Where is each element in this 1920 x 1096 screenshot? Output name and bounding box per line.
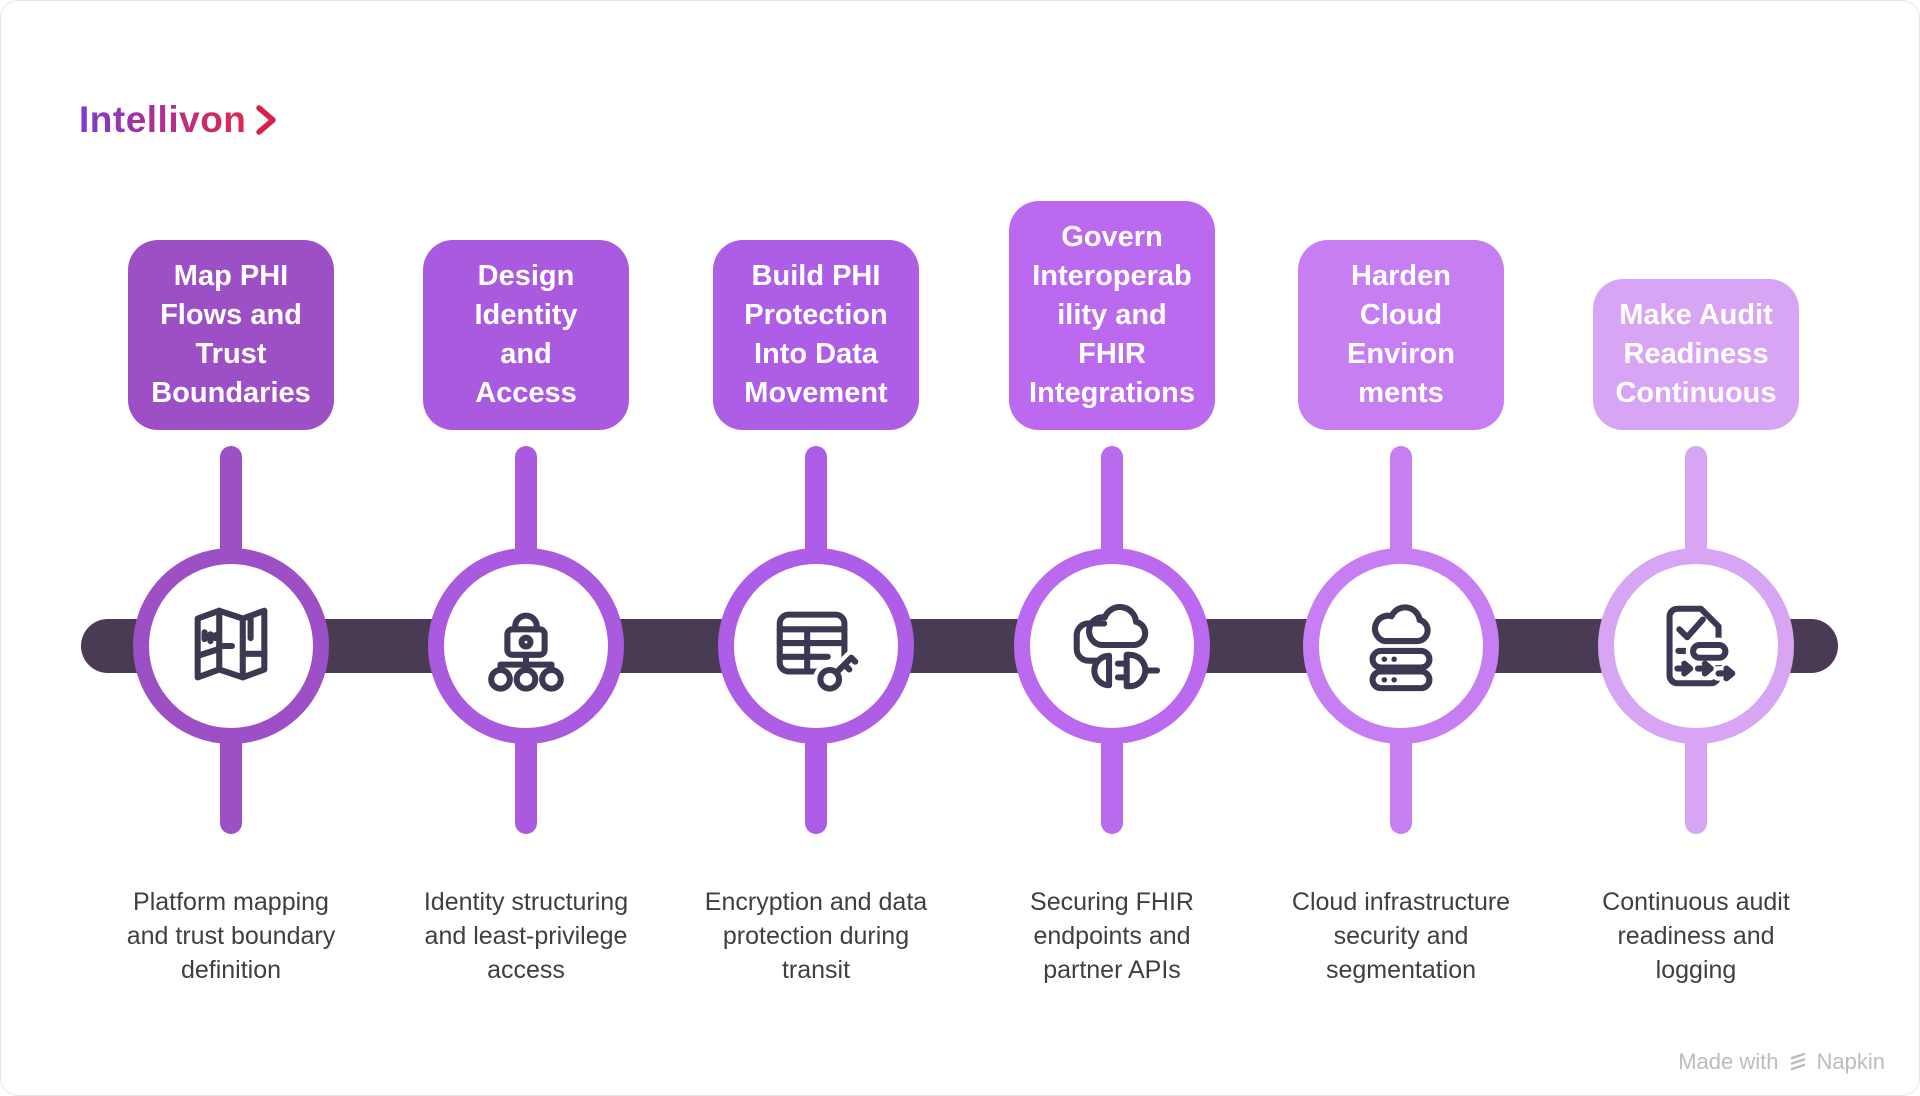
napkin-text: Napkin: [1816, 1049, 1885, 1074]
timeline-step-4: Govern Interoperab ility and FHIR Integr…: [962, 197, 1262, 1037]
table-key-icon: [776, 611, 859, 695]
step-1-description: Platform mapping and trust boundary defi…: [126, 888, 336, 984]
timeline-bar: [81, 619, 1838, 673]
step-1-connector-top: [220, 446, 242, 562]
brand-chevron-icon: [256, 105, 277, 135]
timeline-step-5: Harden Cloud Environ ments Cloud infrast…: [1251, 197, 1551, 1037]
timeline-step-2: Design Identity and Access Identity stru…: [376, 197, 676, 1037]
step-3-node: [718, 548, 914, 744]
step-6-title: Make Audit Readiness Continuous: [1593, 279, 1799, 430]
step-4-title: Govern Interoperab ility and FHIR Integr…: [1009, 201, 1215, 430]
step-5-node: [1303, 548, 1499, 744]
audit-doc-icon: [1666, 605, 1739, 687]
step-3-description: Encryption and data protection during tr…: [704, 888, 928, 984]
timeline-step-3: Build PHI Protection Into Data Movement: [666, 197, 966, 1037]
step-6-description: Continuous audit readiness and logging: [1602, 888, 1790, 984]
step-3-connector-bottom: [805, 730, 827, 834]
step-2-title: Design Identity and Access: [423, 240, 629, 430]
brand-logo: Intellivon: [79, 99, 279, 141]
step-5-connector-bottom: [1390, 730, 1412, 834]
step-2-node: [428, 548, 624, 744]
napkin-logo-icon: [1790, 1052, 1805, 1071]
step-6-node: [1598, 548, 1794, 744]
timeline-step-6: Make Audit Readiness Continuous Continuo…: [1546, 197, 1846, 1037]
step-4-node: [1014, 548, 1210, 744]
step-6-connector-top: [1685, 446, 1707, 562]
map-icon: [194, 607, 268, 681]
cloud-plug-icon: [1073, 603, 1161, 690]
step-5-connector-top: [1390, 446, 1412, 562]
made-with-text: Made with: [1678, 1049, 1779, 1074]
step-5-description: Cloud infrastructure security and segmen…: [1291, 888, 1511, 984]
made-with-napkin: Made with Napkin: [1678, 1049, 1885, 1075]
step-2-connector-bottom: [515, 730, 537, 834]
step-3-connector-top: [805, 446, 827, 562]
step-1-title: Map PHI Flows and Trust Boundaries: [128, 240, 334, 430]
step-1-connector-bottom: [220, 730, 242, 834]
step-4-connector-bottom: [1101, 730, 1123, 834]
step-2-connector-top: [515, 446, 537, 562]
step-4-description: Securing FHIR endpoints and partner APIs: [1030, 888, 1194, 984]
brand-logo-text: Intellivon: [79, 99, 247, 140]
step-2-description: Identity structuring and least-privilege…: [423, 888, 629, 984]
step-5-title: Harden Cloud Environ ments: [1298, 240, 1504, 430]
step-6-connector-bottom: [1685, 730, 1707, 834]
lock-hierarchy-icon: [488, 612, 564, 692]
timeline-step-1: Map PHI Flows and Trust Boundaries Platf…: [81, 197, 381, 1037]
step-3-title: Build PHI Protection Into Data Movement: [713, 240, 919, 430]
step-4-connector-top: [1101, 446, 1123, 562]
step-1-node: [133, 548, 329, 744]
cloud-server-icon: [1369, 604, 1433, 692]
